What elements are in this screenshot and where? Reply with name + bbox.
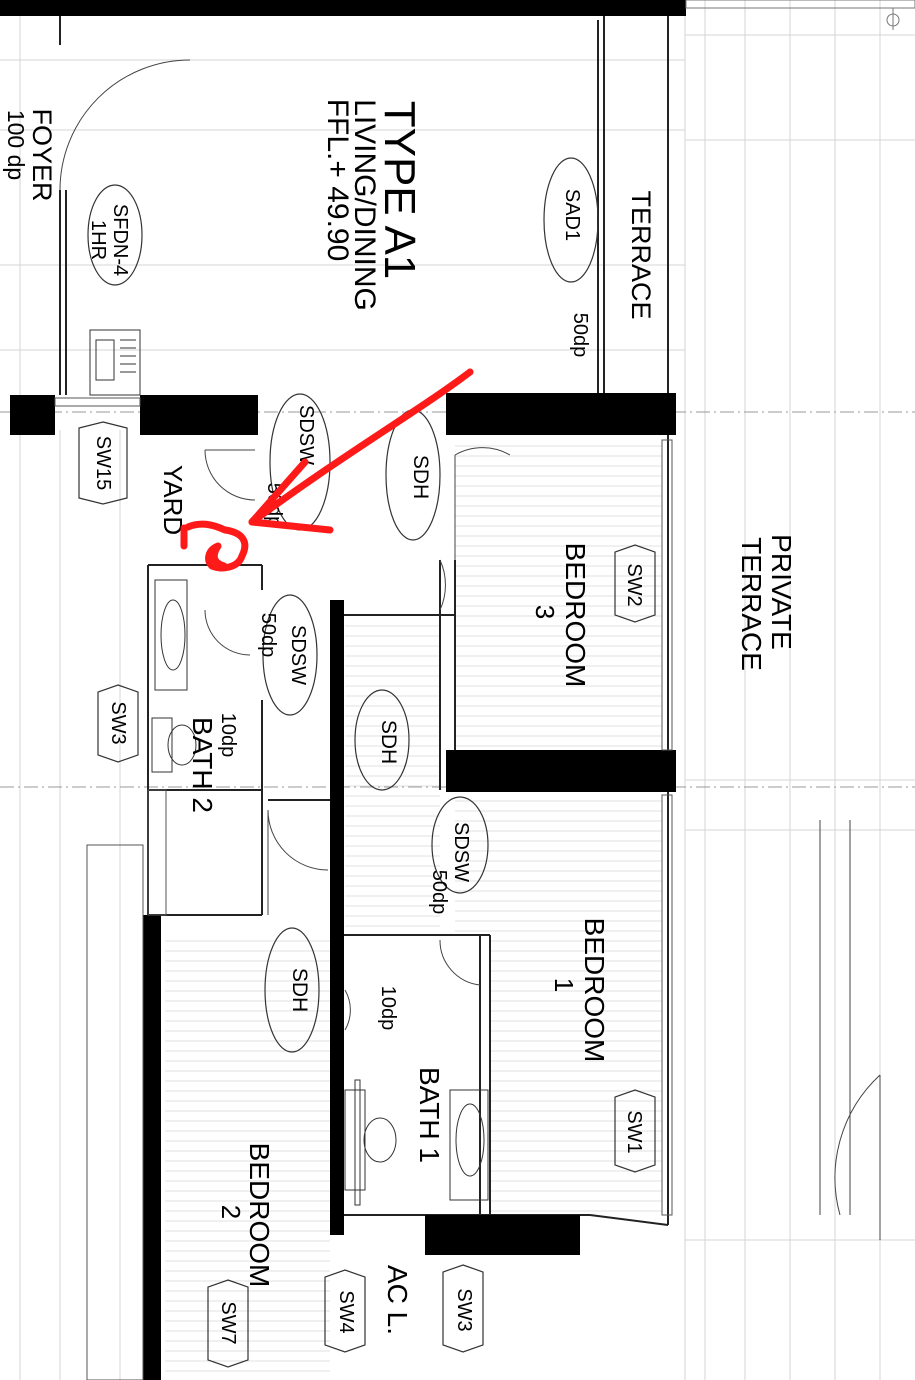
sw7-tag: SW7 [217, 1301, 239, 1344]
sfdn-tag-line2: 1HR [87, 220, 109, 260]
sw4-tag: SW4 [335, 1290, 357, 1333]
sfdn-tag-line1: SFDN-4 [109, 204, 131, 276]
ac-ledge-label: AC L. [382, 1265, 413, 1335]
annotation-arrow-shaft [248, 368, 474, 526]
sw2-tag: SW2 [623, 563, 645, 606]
terrace-label: TERRACE [626, 190, 656, 319]
bath1-label: BATH 1 [414, 1067, 445, 1163]
living-dining-label: LIVING/DINING [348, 99, 381, 311]
partition-walls [59, 16, 669, 1226]
foyer-label: FOYER [27, 108, 57, 201]
annotation-letter-b [180, 520, 249, 572]
window-frames [54, 397, 673, 1380]
bedroom2-number: 2 [216, 1205, 246, 1219]
yard-label: YARD [158, 465, 188, 535]
sw3-bottom-tag: SW3 [453, 1288, 475, 1331]
fixtures [89, 329, 489, 1206]
terrace-rail [685, 0, 915, 9]
bedroom3-label: BEDROOM [560, 543, 591, 688]
annotation-arrow-head [248, 458, 334, 534]
bedroom3-number: 3 [530, 605, 560, 619]
sw15-tag: SW15 [92, 436, 114, 490]
window-tag-diamonds [78, 421, 656, 1368]
structural-walls [10, 393, 676, 1380]
sw1-tag: SW1 [623, 1110, 645, 1153]
red-annotation [180, 368, 474, 572]
sdh-bed3-tag: SDH [409, 455, 432, 499]
sdsw-bath1-tag: SDSW [450, 822, 472, 882]
private-terrace-label-1: PRIVATE [766, 534, 797, 650]
sdsw-bath2-tag: SDSW [287, 625, 309, 685]
bath2-label: BATH 2 [187, 717, 218, 813]
sw3-left-tag: SW3 [107, 701, 129, 744]
sdh-hall-tag: SDH [377, 720, 400, 764]
bath2-note-a: 50dp [257, 613, 279, 658]
bath1-note-a: 50dp [428, 870, 450, 915]
sdh-bed2-tag: SDH [288, 968, 311, 1012]
bedroom1-label: BEDROOM [579, 918, 610, 1063]
sad1-tag: SAD1 [561, 189, 583, 241]
sad1-note: 50dp [569, 313, 591, 358]
unit-type-title: TYPE A1 [375, 101, 424, 280]
bath2-note-b: 10dp [217, 713, 239, 758]
foyer-note: 100 dp [3, 110, 29, 180]
rail-post-cap [886, 13, 900, 27]
bath1-note-b: 10dp [377, 986, 399, 1031]
sdsw-yard-tag: SDSW [295, 405, 317, 465]
wall-top [0, 0, 686, 16]
door-swings [59, 59, 881, 1240]
bedroom1-number: 1 [549, 978, 579, 992]
ffl-label: FFL.+ 49.90 [321, 99, 354, 262]
private-terrace-label-2: TERRACE [736, 537, 767, 671]
floor-hatching [165, 445, 662, 1372]
bedroom2-label: BEDROOM [244, 1143, 275, 1288]
